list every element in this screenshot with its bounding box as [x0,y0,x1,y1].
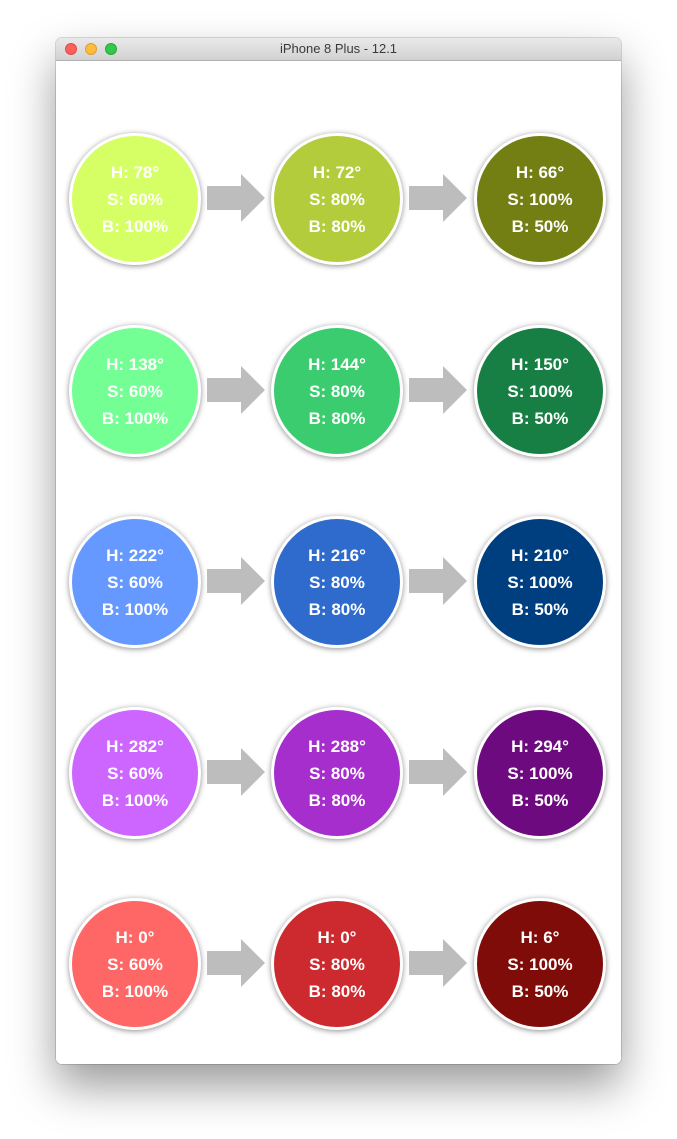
hue-label: H: 138° [106,354,164,374]
right-arrow-icon [207,748,265,796]
saturation-label: S: 100% [507,954,573,974]
hue-label: H: 282° [106,736,164,756]
color-swatch-circle: H: 6° S: 100% B: 50% [474,898,606,1030]
hue-label: H: 294° [511,736,569,756]
hue-label: H: 216° [308,545,366,565]
brightness-label: B: 100% [101,981,169,1001]
color-swatch-circle: H: 210° S: 100% B: 50% [474,516,606,648]
color-swatch-circle: H: 216° S: 80% B: 80% [271,516,403,648]
hue-label: H: 6° [520,927,560,947]
color-swatch-circle: H: 150° S: 100% B: 50% [474,325,606,457]
right-arrow-icon [207,557,265,605]
close-window-button[interactable] [65,43,77,55]
saturation-label: S: 60% [107,954,163,974]
color-swatch-circle: H: 72° S: 80% B: 80% [271,133,403,265]
right-arrow-icon [409,557,467,605]
brightness-label: B: 80% [308,599,366,619]
brightness-label: B: 50% [511,599,569,619]
color-swatch-circle: H: 294° S: 100% B: 50% [474,707,606,839]
brightness-label: B: 50% [511,408,569,428]
hue-label: H: 210° [511,545,569,565]
color-swatch-circle: H: 66° S: 100% B: 50% [474,133,606,265]
brightness-label: B: 100% [101,790,169,810]
hue-label: H: 72° [312,162,362,182]
saturation-label: S: 60% [107,189,163,209]
color-swatch-circle: H: 282° S: 60% B: 100% [69,707,201,839]
simulator-screen: H: 78° S: 60% B: 100% H: 72° S: 80% B: 8… [56,61,621,1064]
saturation-label: S: 80% [309,572,365,592]
hue-label: H: 78° [110,162,160,182]
saturation-label: S: 80% [309,763,365,783]
zoom-window-button[interactable] [105,43,117,55]
color-row-2: H: 138° S: 60% B: 100% H: 144° S: 80% B:… [56,325,621,457]
brightness-label: B: 80% [308,790,366,810]
brightness-label: B: 80% [308,981,366,1001]
color-row-3: H: 222° S: 60% B: 100% H: 216° S: 80% B:… [56,516,621,648]
brightness-label: B: 80% [308,216,366,236]
color-swatch-circle: H: 0° S: 80% B: 80% [271,898,403,1030]
color-swatch-circle: H: 288° S: 80% B: 80% [271,707,403,839]
right-arrow-icon [409,748,467,796]
saturation-label: S: 100% [507,763,573,783]
saturation-label: S: 60% [107,381,163,401]
hue-label: H: 144° [308,354,366,374]
title-bar: iPhone 8 Plus - 12.1 [56,38,621,61]
brightness-label: B: 50% [511,981,569,1001]
color-swatch-circle: H: 0° S: 60% B: 100% [69,898,201,1030]
saturation-label: S: 80% [309,189,365,209]
right-arrow-icon [409,939,467,987]
hue-label: H: 150° [511,354,569,374]
color-row-5: H: 0° S: 60% B: 100% H: 0° S: 80% B: 80%… [56,898,621,1030]
brightness-label: B: 80% [308,408,366,428]
hue-label: H: 222° [106,545,164,565]
hue-label: H: 0° [115,927,155,947]
right-arrow-icon [207,174,265,222]
saturation-label: S: 60% [107,572,163,592]
saturation-label: S: 60% [107,763,163,783]
hue-label: H: 0° [317,927,357,947]
saturation-label: S: 80% [309,954,365,974]
saturation-label: S: 100% [507,189,573,209]
color-swatch-circle: H: 144° S: 80% B: 80% [271,325,403,457]
saturation-label: S: 100% [507,572,573,592]
window-title: iPhone 8 Plus - 12.1 [279,41,398,56]
saturation-label: S: 80% [309,381,365,401]
brightness-label: B: 100% [101,216,169,236]
color-swatch-circle: H: 78° S: 60% B: 100% [69,133,201,265]
color-swatch-circle: H: 222° S: 60% B: 100% [69,516,201,648]
simulator-window: iPhone 8 Plus - 12.1 H: 78° S: 60% B: 10… [56,38,621,1064]
right-arrow-icon [409,366,467,414]
brightness-label: B: 100% [101,408,169,428]
right-arrow-icon [207,939,265,987]
right-arrow-icon [409,174,467,222]
hue-label: H: 288° [308,736,366,756]
brightness-label: B: 50% [511,790,569,810]
brightness-label: B: 50% [511,216,569,236]
brightness-label: B: 100% [101,599,169,619]
minimize-window-button[interactable] [85,43,97,55]
color-row-4: H: 282° S: 60% B: 100% H: 288° S: 80% B:… [56,707,621,839]
saturation-label: S: 100% [507,381,573,401]
color-row-1: H: 78° S: 60% B: 100% H: 72° S: 80% B: 8… [56,133,621,265]
right-arrow-icon [207,366,265,414]
hue-label: H: 66° [515,162,565,182]
color-swatch-circle: H: 138° S: 60% B: 100% [69,325,201,457]
